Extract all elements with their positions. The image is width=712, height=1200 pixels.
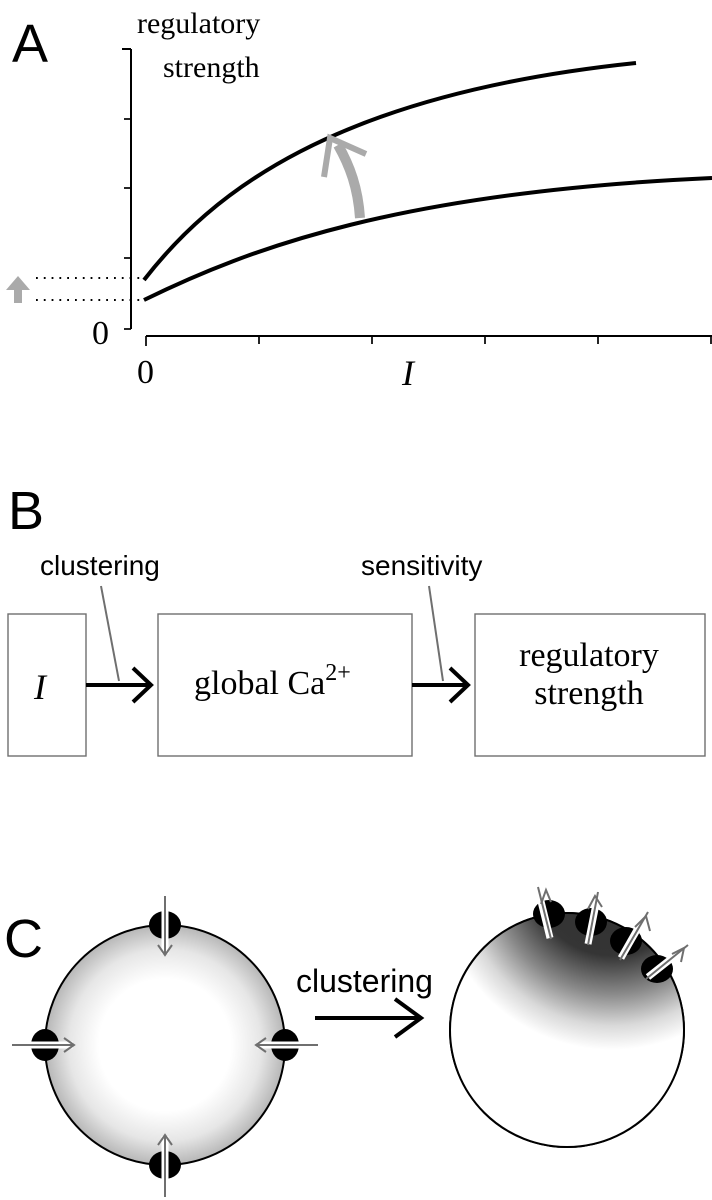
clustered-channel-1-arrow-line	[537, 886, 552, 940]
sensitivity-leader-line	[428, 585, 444, 682]
left-cell	[44, 924, 286, 1166]
clustering-label-c: clustering	[296, 963, 433, 999]
regulatory-strength-line2: strength	[534, 675, 644, 712]
channel-bottom-arrowhead	[157, 1133, 173, 1146]
clustered-channel-2-arrow-line	[587, 891, 599, 946]
left-channels	[12, 896, 318, 1197]
regulatory-strength-line1: regulatory	[519, 637, 659, 674]
panel-a-letter: A	[12, 14, 48, 74]
panel-c: C clustering	[4, 886, 689, 1197]
input-to-ca-arrowhead	[131, 666, 154, 704]
upper-curve	[142, 61, 637, 282]
clustering-arrowhead	[393, 997, 425, 1039]
right-cell-calcium-gradient	[450, 913, 684, 1147]
clustered-channel-1-arrowhead	[540, 887, 552, 905]
ca-to-regulatory-arrowhead	[448, 666, 471, 704]
panel-b-letter: B	[8, 481, 44, 541]
panel-b: B clustering sensitivity I global Ca2+ r…	[7, 481, 706, 757]
clustered-channel-2-arrowhead	[587, 894, 603, 910]
global-ca-superscript: 2+	[325, 660, 351, 686]
x-axis-label: I	[401, 353, 416, 393]
panel-a: A regulatory strength 0 0 I	[6, 7, 712, 393]
intercept-shift-arrow	[6, 276, 30, 303]
channel-top-arrowhead	[157, 944, 173, 957]
sensitivity-label: sensitivity	[361, 550, 482, 581]
sensitivity-shift-arrow	[321, 133, 368, 219]
input-box-label: I	[33, 667, 48, 707]
y-axis-label-line2: strength	[163, 51, 260, 84]
channel-right-arrowhead	[254, 1037, 267, 1053]
lower-curve	[143, 176, 712, 302]
clustered-channel-3-arrowhead	[634, 914, 651, 932]
channel-left-arrowhead	[63, 1037, 76, 1053]
y-axis-zero-label: 0	[92, 315, 109, 352]
y-axis-label-line1: regulatory	[137, 7, 260, 40]
input-box	[7, 613, 87, 757]
global-ca-text-group: global Ca2+	[194, 660, 351, 702]
clustering-label-b: clustering	[40, 550, 160, 581]
panel-c-letter: C	[4, 909, 43, 969]
global-ca-label: global Ca	[194, 665, 325, 702]
clustered-channel-4-arrow-line	[645, 944, 689, 980]
right-channels	[533, 886, 689, 983]
clustered-channel-4-arrowhead	[671, 946, 686, 963]
clustering-leader-line	[100, 585, 120, 682]
right-cell-border	[449, 912, 685, 1148]
regulatory-strength-box	[474, 613, 706, 757]
x-axis-zero-label: 0	[137, 354, 154, 391]
